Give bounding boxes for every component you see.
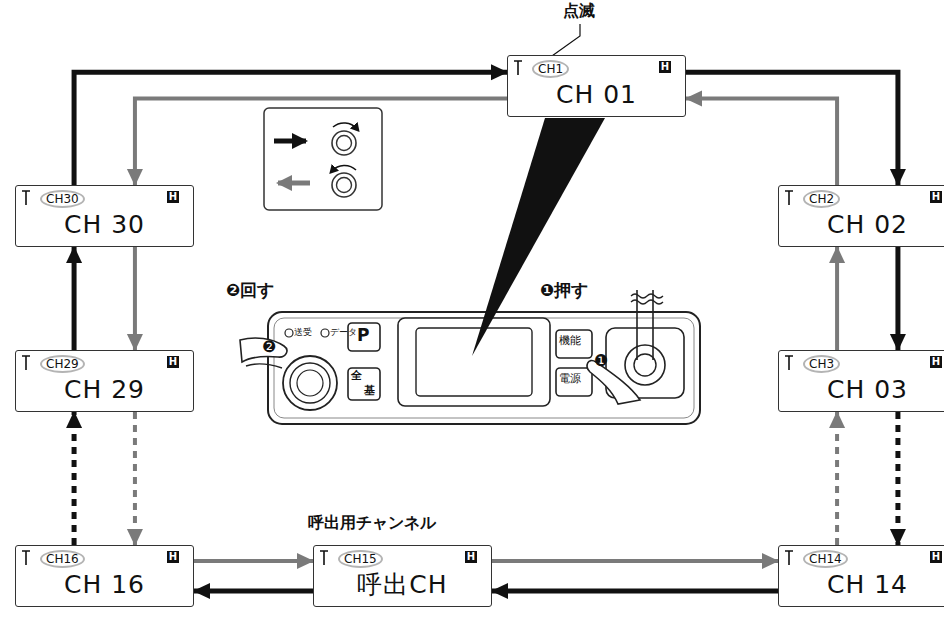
channel-display: CH 03 xyxy=(779,375,944,405)
channel-indicator: CH16 xyxy=(40,550,85,568)
antenna-icon xyxy=(784,190,794,206)
antenna-icon xyxy=(513,60,523,76)
key-label: 基 xyxy=(364,385,375,398)
channel-display: CH 01 xyxy=(508,80,685,110)
power-mark: H xyxy=(167,191,179,203)
channel-step-arrow xyxy=(835,247,839,350)
channel-indicator: CH15 xyxy=(338,550,383,568)
power-mark: H xyxy=(167,356,179,368)
lcd-display: CH14 H CH 14 xyxy=(778,545,944,607)
key-label: P xyxy=(357,326,369,346)
channel-indicator: CH30 xyxy=(40,190,85,208)
antenna-icon xyxy=(21,190,31,206)
channel-display: CH 16 xyxy=(16,570,193,600)
callout-number: ❷ xyxy=(262,338,276,356)
lcd-display: CH30 H CH 30 xyxy=(15,185,194,247)
display-callout xyxy=(472,118,605,356)
channel-display: CH 02 xyxy=(779,210,944,240)
channel-display: CH 14 xyxy=(779,570,944,600)
channel-step-arrow xyxy=(135,98,507,185)
leader-line xyxy=(551,24,580,57)
antenna-icon xyxy=(784,355,794,371)
radio-panel xyxy=(240,290,700,424)
channel-indicator: CH3 xyxy=(803,355,840,373)
channel-step-arrow xyxy=(686,72,898,185)
power-mark: H xyxy=(659,61,671,73)
antenna-icon xyxy=(21,355,31,371)
key-label: 全 xyxy=(351,370,362,383)
channel-step-arrow xyxy=(133,412,137,545)
channel-step-arrow xyxy=(72,412,77,545)
channel-display: 呼出CH xyxy=(314,570,491,600)
channel-step-arrow xyxy=(492,588,778,593)
power-mark: H xyxy=(930,356,942,368)
channel-step-arrow xyxy=(492,559,778,563)
antenna-icon xyxy=(319,550,329,566)
channel-step-arrow xyxy=(72,247,77,350)
lcd-display: CH3 H CH 03 xyxy=(778,350,944,412)
rotation-key xyxy=(264,108,382,210)
blink-note: 点滅 xyxy=(563,2,595,20)
lcd-display: CH29 H CH 29 xyxy=(15,350,194,412)
lcd-display: CH1 H CH 01 xyxy=(507,55,686,117)
channel-step-arrow xyxy=(686,98,837,185)
channel-step-arrow xyxy=(194,559,313,563)
channel-indicator: CH14 xyxy=(803,550,848,568)
channel-step-arrow xyxy=(194,588,313,593)
channel-indicator: CH1 xyxy=(532,60,569,78)
power-mark: H xyxy=(167,551,179,563)
channel-step-arrow xyxy=(835,412,839,545)
call-channel-note: 呼出用チャンネル xyxy=(308,514,436,532)
antenna-icon xyxy=(784,550,794,566)
channel-indicator: CH2 xyxy=(803,190,840,208)
step-label: ❶押す xyxy=(540,281,588,301)
key-label: 機能 xyxy=(559,335,581,348)
channel-display: CH 30 xyxy=(16,210,193,240)
lcd-display: CH2 H CH 02 xyxy=(778,185,944,247)
channel-indicator: CH29 xyxy=(40,355,85,373)
channel-step-arrow xyxy=(895,412,900,545)
channel-step-arrow xyxy=(74,72,507,185)
channel-step-arrow xyxy=(895,247,900,350)
led-label: データ xyxy=(330,327,357,337)
power-mark: H xyxy=(930,551,942,563)
led-label: 送受 xyxy=(294,327,312,337)
lcd-display: CH16 H CH 16 xyxy=(15,545,194,607)
power-mark: H xyxy=(465,551,477,563)
antenna-icon xyxy=(21,550,31,566)
power-mark: H xyxy=(930,191,942,203)
callout-number: ❶ xyxy=(594,352,608,370)
channel-display: CH 29 xyxy=(16,375,193,405)
channel-step-arrow xyxy=(133,247,137,350)
step-label: ❷回す xyxy=(226,281,274,301)
key-label: 電源 xyxy=(559,373,581,386)
lcd-display: CH15 H 呼出CH xyxy=(313,545,492,607)
